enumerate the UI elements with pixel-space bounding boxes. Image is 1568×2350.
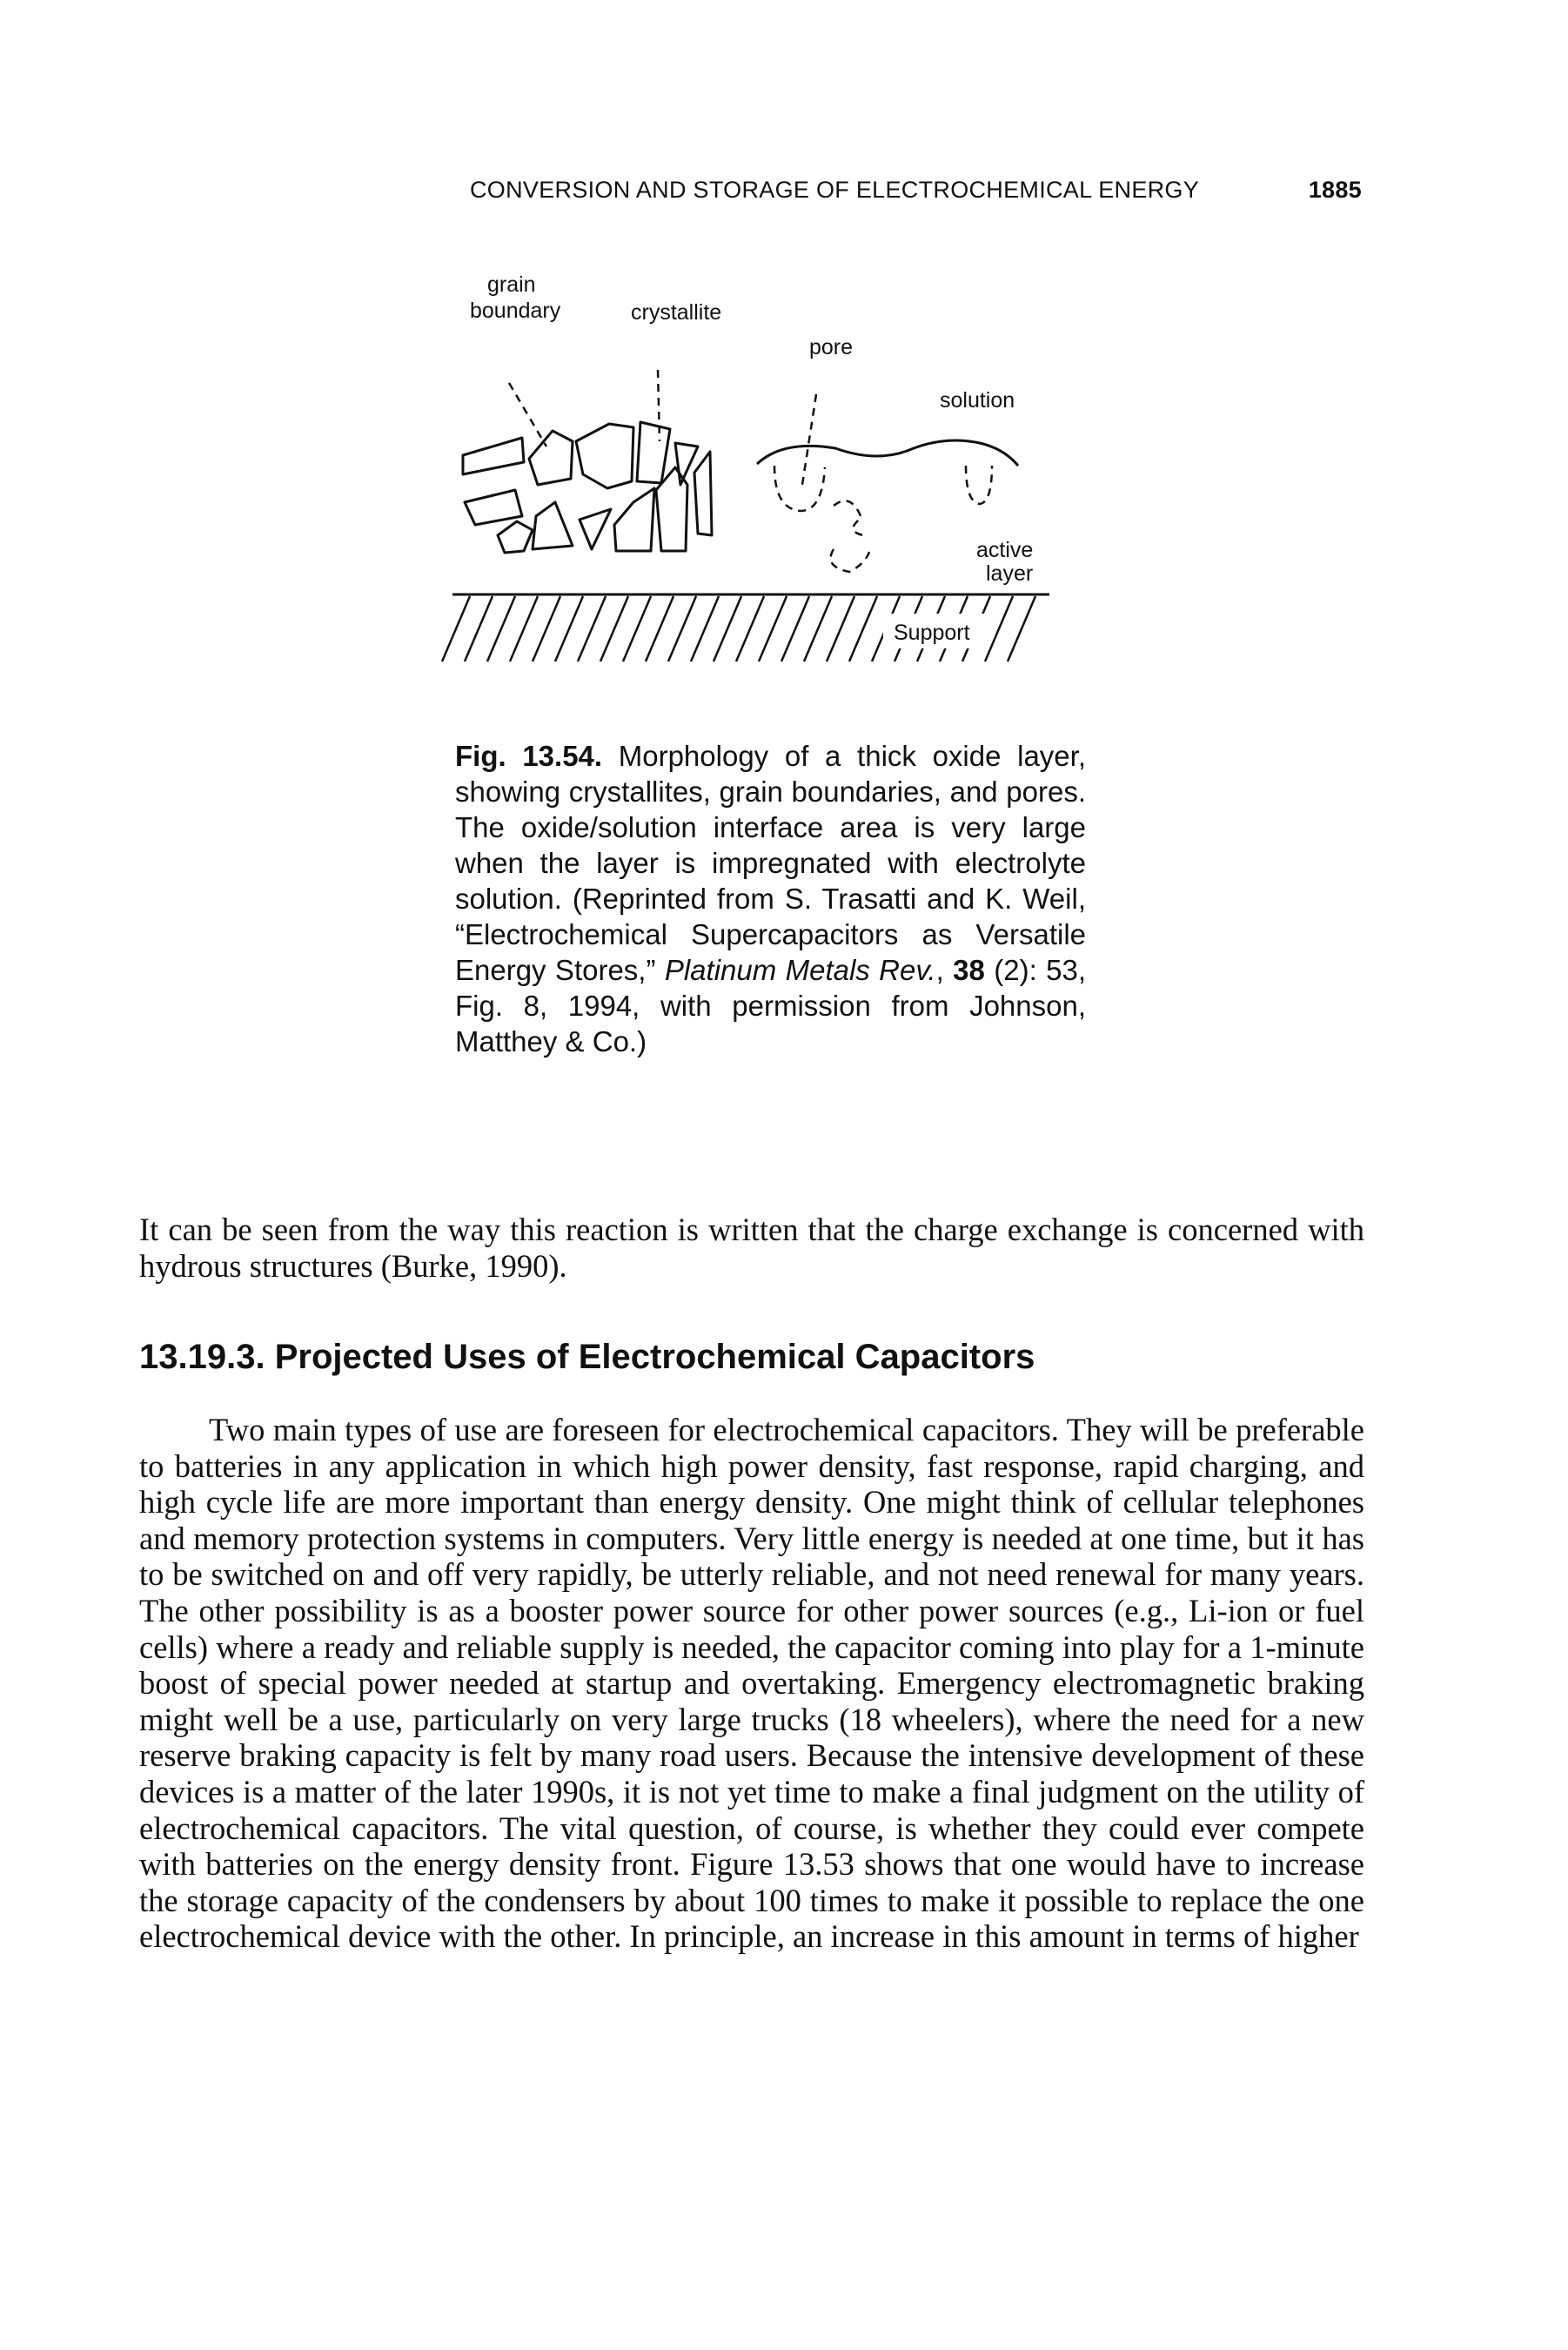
body-paragraph: Two main types of use are foreseen for e… xyxy=(139,1412,1364,1955)
hatch-line xyxy=(644,595,675,662)
page-number: 1885 xyxy=(1308,177,1362,203)
crystallite-shape xyxy=(578,507,613,551)
label-solution: solution xyxy=(940,388,1015,413)
crystallite-shape xyxy=(693,450,714,537)
section-title: Projected Uses of Electrochemical Capaci… xyxy=(274,1338,1035,1376)
hatch-line xyxy=(531,595,562,662)
caption-separator: , xyxy=(935,954,954,986)
pointer-line xyxy=(656,369,661,442)
hatch-line xyxy=(667,595,698,662)
caption-text: Morphology of a thick oxide layer, showi… xyxy=(455,740,1086,986)
hatch-line xyxy=(463,595,494,662)
caption-label: Fig. 13.54. xyxy=(455,740,603,772)
crystallite-shape xyxy=(496,520,534,554)
running-header: CONVERSION AND STORAGE OF ELECTROCHEMICA… xyxy=(470,177,1362,204)
support-label-bg xyxy=(883,614,986,648)
hatch-line xyxy=(825,595,856,662)
section-heading: 13.19.3. Projected Uses of Electrochemic… xyxy=(139,1338,1035,1377)
hatch-line xyxy=(508,595,539,662)
label-crystallite: crystallite xyxy=(631,300,721,325)
label-boundary: boundary xyxy=(470,299,561,323)
label-grain: grain xyxy=(487,272,536,297)
pore-outline xyxy=(829,548,872,574)
solution-surface xyxy=(755,439,1020,467)
body-paragraph: It can be seen from the way this reactio… xyxy=(139,1212,1364,1284)
hatch-line xyxy=(712,595,743,662)
crystallite-shape xyxy=(574,422,635,490)
caption-journal: Platinum Metals Rev. xyxy=(664,954,936,986)
crystallite-shape xyxy=(635,420,672,485)
hatch-line xyxy=(440,595,472,662)
label-support: Support xyxy=(894,621,970,645)
hatch-line xyxy=(983,595,1015,662)
hatch-line xyxy=(734,595,766,662)
hatch-line xyxy=(757,595,788,662)
label-active: active xyxy=(976,538,1033,562)
caption-text-end: (2): 53, Fig. 8, 1994, with permission f… xyxy=(455,954,1086,1058)
pore-outline xyxy=(833,500,864,537)
morphology-diagram: grain boundary crystallite pore solution… xyxy=(440,272,1049,662)
hatch-line xyxy=(486,595,517,662)
pointer-line xyxy=(801,393,818,486)
running-title: CONVERSION AND STORAGE OF ELECTROCHEMICA… xyxy=(470,177,1200,203)
crystallite-shape xyxy=(654,466,689,553)
hatch-line xyxy=(553,595,585,662)
hatch-line xyxy=(1006,595,1037,662)
hatch-line xyxy=(848,595,879,662)
hatch-line xyxy=(780,595,811,662)
label-pore: pore xyxy=(809,335,853,359)
pointer-line xyxy=(507,382,548,447)
hatch-line xyxy=(576,595,607,662)
crystallite-shape xyxy=(613,487,656,553)
hatch-line xyxy=(802,595,834,662)
crystallite-shape xyxy=(463,488,524,527)
hatch-line xyxy=(599,595,630,662)
oxide-morphology-figure: grain boundary crystallite pore solution… xyxy=(426,257,1070,709)
crystallite-shape xyxy=(461,436,526,476)
hatch-line xyxy=(689,595,720,662)
pore-outline xyxy=(773,465,827,513)
crystallite-shape xyxy=(531,500,574,551)
crystallite-shape xyxy=(527,429,574,487)
pore-outline xyxy=(964,465,994,506)
hatch-line xyxy=(621,595,653,662)
label-layer: layer xyxy=(986,561,1033,586)
section-number: 13.19.3. xyxy=(139,1338,265,1376)
crystallite-shape xyxy=(673,441,700,487)
figure-caption: Fig. 13.54. Morphology of a thick oxide … xyxy=(455,738,1086,1059)
caption-volume: 38 xyxy=(953,954,985,986)
